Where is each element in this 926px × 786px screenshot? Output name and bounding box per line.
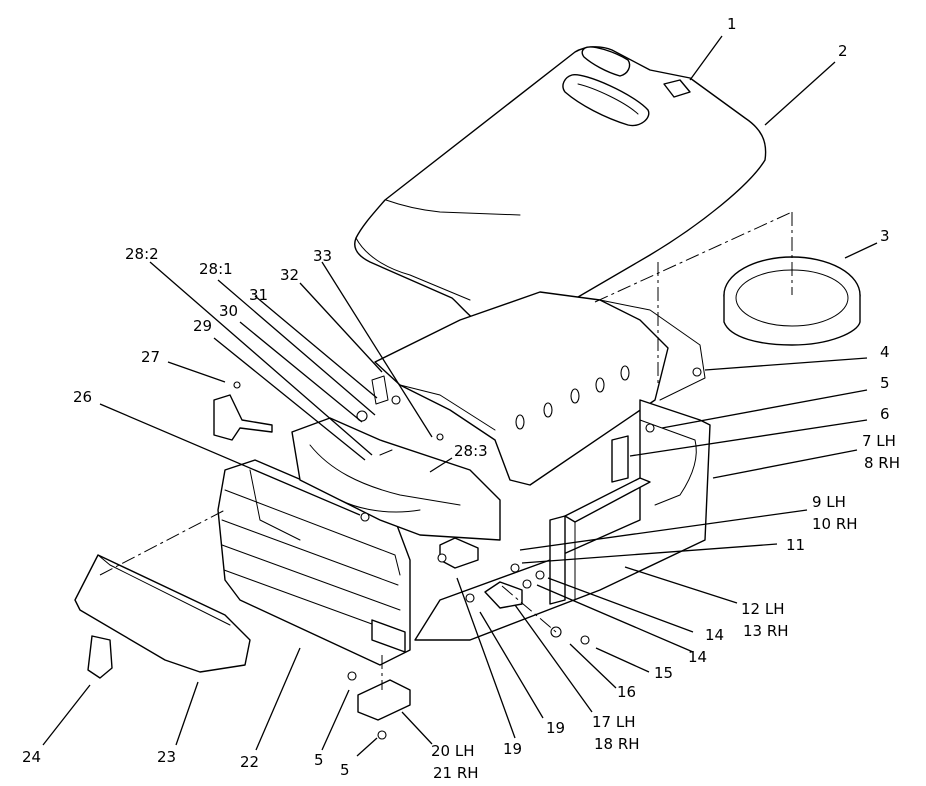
callout-10-rh: 10 RH	[812, 515, 858, 533]
assembly-lines	[99, 211, 793, 690]
callout-24: 24	[22, 748, 41, 766]
callout-6: 6	[880, 405, 890, 423]
callout-28-3: 28:3	[454, 442, 488, 460]
callout-28-2: 28:2	[125, 245, 159, 263]
inner-shroud	[291, 417, 501, 541]
callout-1: 1	[727, 15, 737, 33]
emblem	[87, 635, 113, 679]
callout-27: 27	[141, 348, 160, 366]
callout-8-rh: 8 RH	[864, 454, 900, 472]
callout-30: 30	[219, 302, 238, 320]
callout-29: 29	[193, 317, 212, 335]
hardware	[233, 367, 702, 740]
callout-labels: 1 2 3 4 5 6 7 LH 8 RH 9 LH 10 RH 11 12 L…	[22, 15, 900, 782]
leader-lines	[42, 35, 878, 757]
callout-9-lh: 9 LH	[812, 493, 846, 511]
hood-tab	[663, 79, 691, 98]
callout-12-lh: 12 LH	[741, 600, 785, 618]
callout-21-rh: 21 RH	[433, 764, 479, 782]
callout-23: 23	[157, 748, 176, 766]
callout-26: 26	[73, 388, 92, 406]
callout-14-b: 14	[688, 648, 707, 666]
bracket-27	[213, 394, 273, 441]
callout-16: 16	[617, 683, 636, 701]
callout-18-rh: 18 RH	[594, 735, 640, 753]
callout-3: 3	[880, 227, 890, 245]
bracket-17-18	[484, 581, 523, 609]
dash-panel	[374, 291, 706, 486]
callout-4: 4	[880, 343, 890, 361]
callout-33: 33	[313, 247, 332, 265]
callout-19-b: 19	[503, 740, 522, 758]
callout-17-lh: 17 LH	[592, 713, 636, 731]
callout-14-a: 14	[705, 626, 724, 644]
bracket-9-10	[439, 537, 479, 569]
callout-13-rh: 13 RH	[743, 622, 789, 640]
callout-7-lh: 7 LH	[862, 432, 896, 450]
callout-5-bottom: 5	[340, 761, 350, 779]
callout-20-lh: 20 LH	[431, 742, 475, 760]
hinge-bracket	[357, 679, 411, 721]
callout-22: 22	[240, 753, 259, 771]
front-cover	[74, 554, 251, 673]
callout-5-right: 5	[880, 374, 890, 392]
callout-32: 32	[280, 266, 299, 284]
callout-5-mid: 5	[314, 751, 324, 769]
callout-11: 11	[786, 536, 805, 554]
callout-15: 15	[654, 664, 673, 682]
callout-28-1: 28:1	[199, 260, 233, 278]
callout-19-a: 19	[546, 719, 565, 737]
bracket-6	[611, 435, 629, 483]
callout-2: 2	[838, 42, 848, 60]
callout-31: 31	[249, 286, 268, 304]
